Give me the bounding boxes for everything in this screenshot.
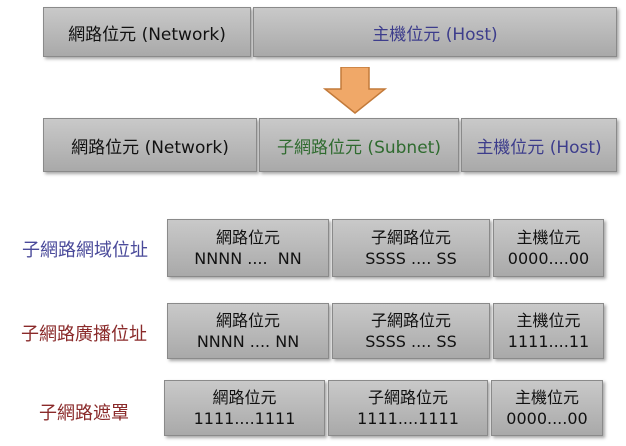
top-network-label: 網路位元 (Network): [68, 24, 226, 45]
row2-network-cell: 網路位元 NNNN .... NN: [167, 303, 329, 359]
cell-title: 網路位元: [215, 228, 280, 247]
row3-host-cell: 主機位元 0000....00: [491, 380, 603, 436]
cell-title: 主機位元: [514, 388, 579, 407]
cell-value: 1111....1111: [357, 409, 459, 428]
cell-title: 網路位元: [215, 311, 280, 330]
mid-host-label: 主機位元 (Host): [476, 137, 602, 158]
row2-host-cell: 主機位元 1111....11: [493, 303, 604, 359]
top-host-label: 主機位元 (Host): [372, 24, 498, 45]
cell-title: 子網路位元: [370, 228, 451, 247]
cell-value: 0000....00: [507, 249, 590, 268]
cell-title: 網路位元: [212, 388, 277, 407]
row-label-subnet-mask: 子網路遮罩: [39, 403, 129, 424]
row1-network-cell: 網路位元 NNNN .... NN: [167, 219, 329, 277]
cell-title: 子網路位元: [370, 311, 451, 330]
row1-host-cell: 主機位元 0000....00: [493, 219, 604, 277]
mid-network-label: 網路位元 (Network): [71, 137, 229, 158]
row3-network-cell: 網路位元 1111....1111: [164, 380, 325, 436]
cell-value: 0000....00: [506, 409, 588, 428]
cell-title: 子網路位元: [367, 388, 448, 407]
row1-subnet-cell: 子網路位元 SSSS .... SS: [332, 219, 490, 277]
cell-value: NNNN .... NN: [196, 332, 300, 351]
cell-value: 1111....11: [507, 332, 590, 351]
row2-subnet-cell: 子網路位元 SSSS .... SS: [332, 303, 490, 359]
row-label-network-address: 子網路網域位址: [22, 240, 148, 261]
cell-value: SSSS .... SS: [365, 332, 457, 351]
top-host-segment: 主機位元 (Host): [253, 7, 617, 57]
mid-network-segment: 網路位元 (Network): [43, 118, 257, 172]
cell-title: 主機位元: [516, 311, 581, 330]
row3-subnet-cell: 子網路位元 1111....1111: [328, 380, 488, 436]
top-network-segment: 網路位元 (Network): [43, 7, 251, 57]
mid-host-segment: 主機位元 (Host): [461, 118, 617, 172]
down-arrow-icon: [323, 67, 387, 114]
mid-subnet-label: 子網路位元 (Subnet): [277, 137, 441, 158]
cell-value: NNNN .... NN: [194, 249, 302, 268]
cell-value: 1111....1111: [193, 409, 296, 428]
row-label-broadcast-address: 子網路廣播位址: [21, 324, 147, 345]
cell-title: 主機位元: [516, 228, 581, 247]
cell-value: SSSS .... SS: [365, 249, 457, 268]
mid-subnet-segment: 子網路位元 (Subnet): [259, 118, 459, 172]
